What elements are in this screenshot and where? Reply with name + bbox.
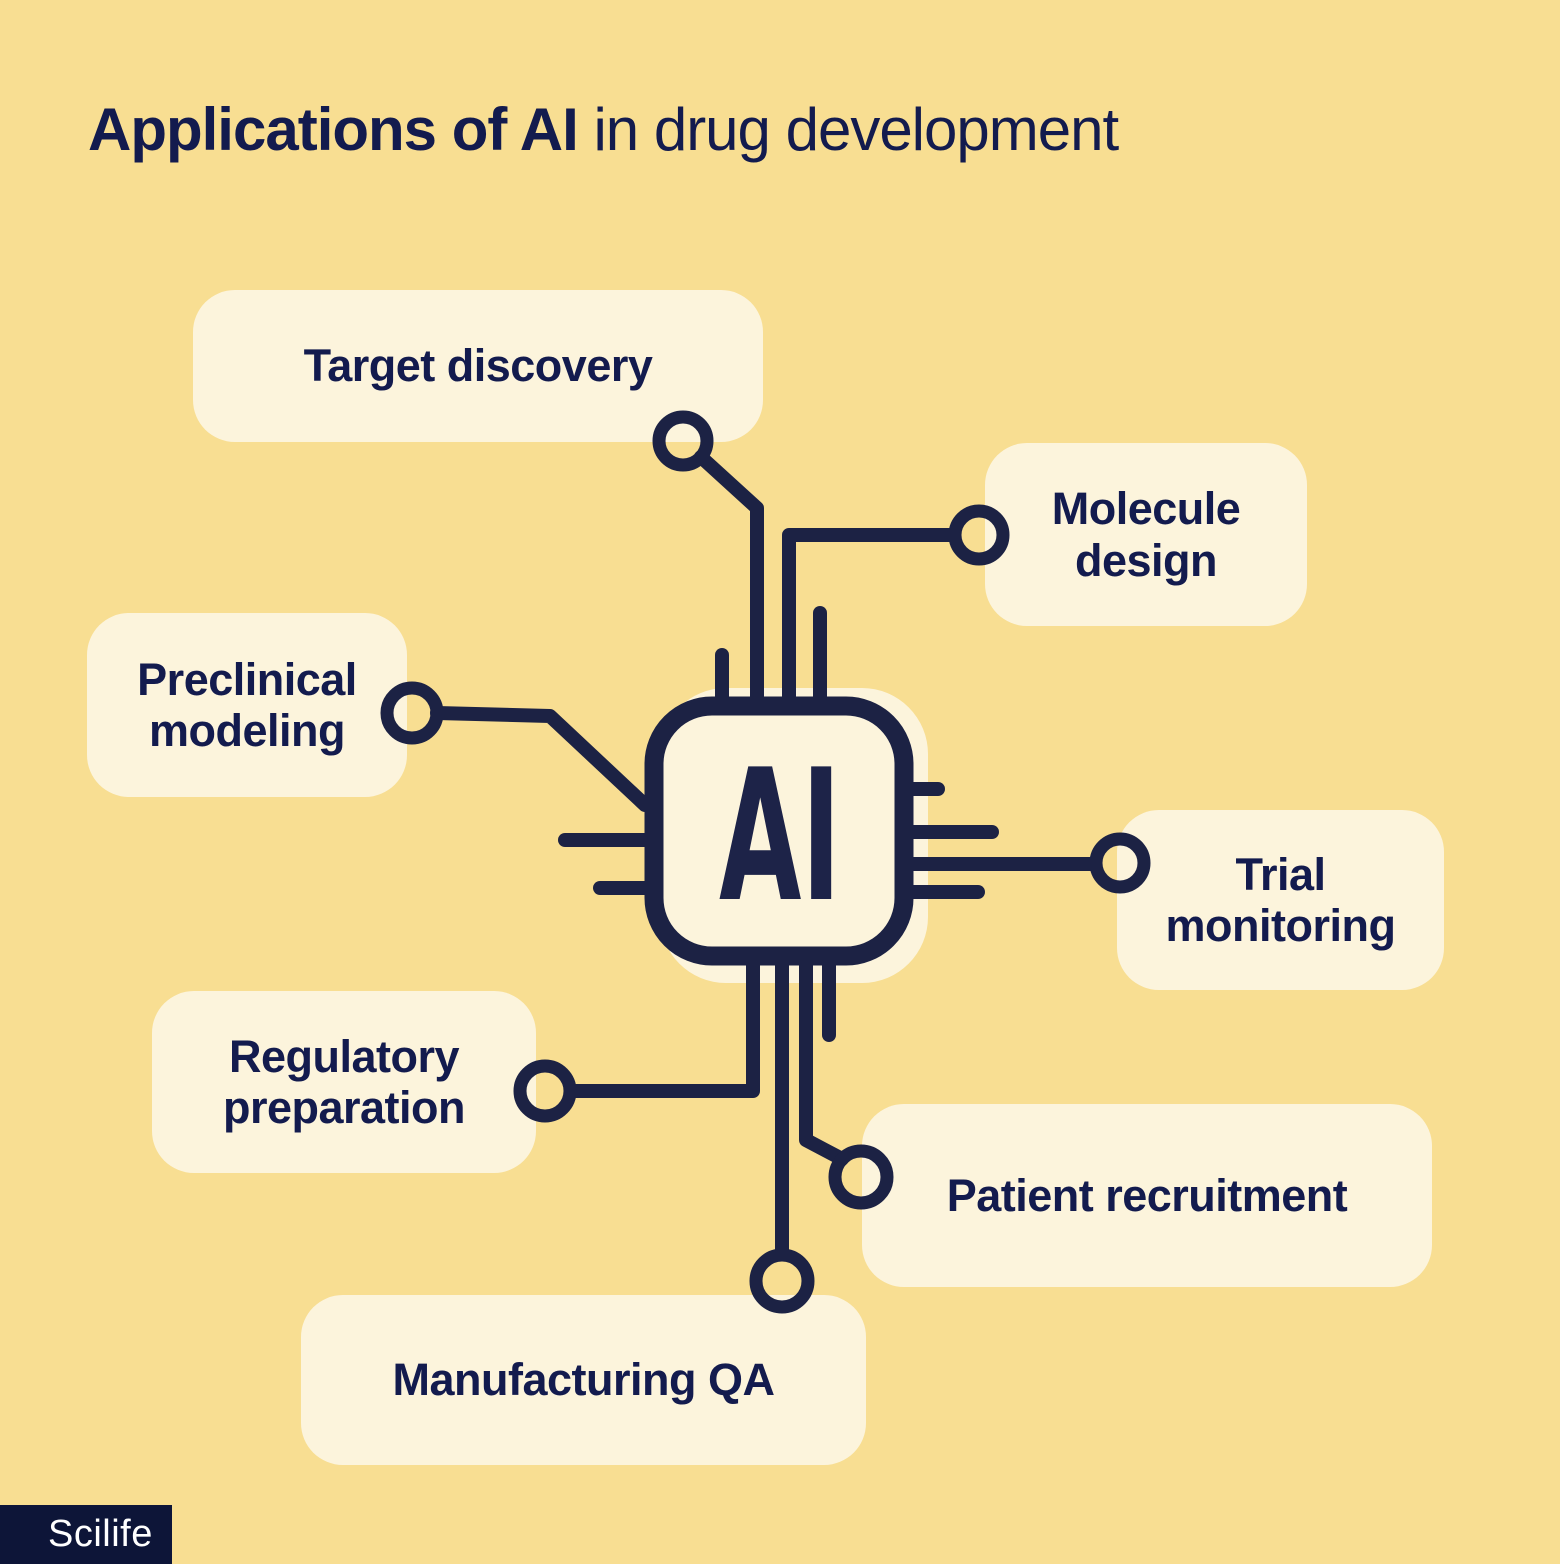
node-label: Regulatory preparation <box>222 1030 466 1133</box>
node-label: Manufacturing QA <box>392 1354 776 1406</box>
node-target-discovery: Target discovery <box>193 290 763 442</box>
node-label: Molecule design <box>1051 483 1241 586</box>
ai-chip-label: AI <box>719 730 841 942</box>
ai-chip-body <box>644 696 914 966</box>
node-manufacturing-qa: Manufacturing QA <box>301 1295 866 1465</box>
trace-molecule-design <box>782 528 961 707</box>
brand-logo: Scilife <box>0 1505 172 1564</box>
node-trial-monitoring: Trial monitoring <box>1117 810 1444 990</box>
title-rest: in drug development <box>577 96 1119 163</box>
page-title: Applications of AI in drug development <box>88 96 1119 163</box>
trace-patient-recruitment <box>799 951 849 1166</box>
brand-name: Scilife <box>48 1513 153 1555</box>
node-label: Trial monitoring <box>1165 848 1396 951</box>
node-label: Preclinical modeling <box>137 653 357 756</box>
title-highlight: Applications of AI <box>88 96 579 163</box>
node-preclinical-modeling: Preclinical modeling <box>87 613 407 797</box>
node-label: Target discovery <box>303 340 653 392</box>
node-regulatory-preparation: Regulatory preparation <box>152 991 536 1173</box>
chip-glow <box>660 688 928 983</box>
trace-regulatory-preparation <box>566 951 760 1098</box>
node-label: Patient recruitment <box>946 1169 1348 1221</box>
trace-preclinical-modeling <box>430 706 652 812</box>
trace-target-discovery <box>694 450 764 707</box>
node-molecule-design: Molecule design <box>985 443 1307 626</box>
node-patient-recruitment: Patient recruitment <box>862 1104 1432 1287</box>
